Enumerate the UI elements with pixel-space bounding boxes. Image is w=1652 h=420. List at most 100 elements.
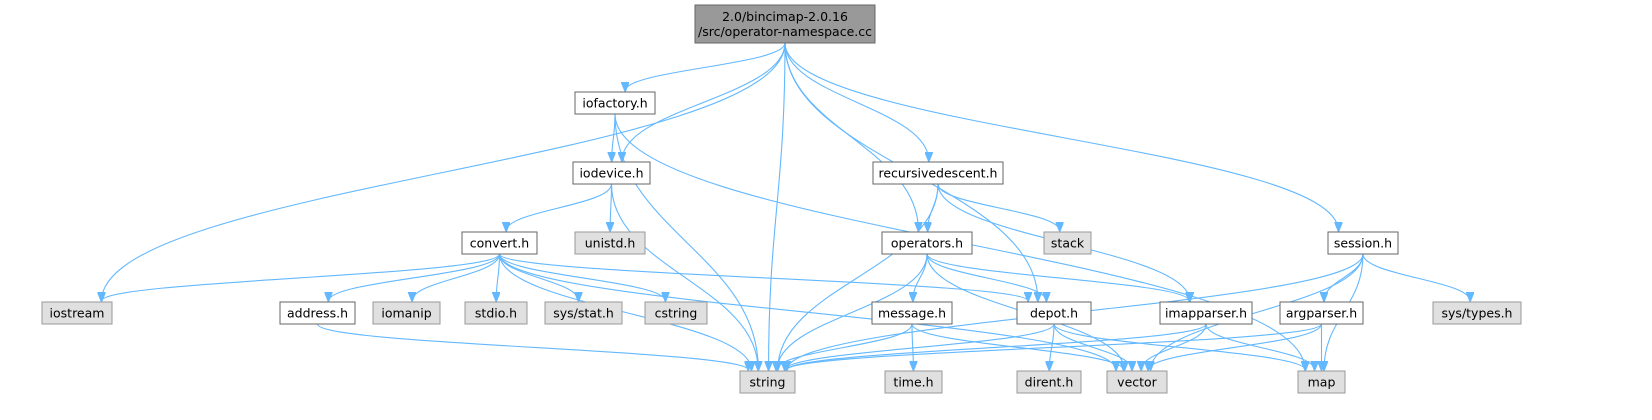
node-sysstat-box (544, 301, 623, 325)
node-iostream-box (41, 301, 113, 325)
edge-convert-to-depot (498, 253, 1029, 301)
edge-recursivedescent-to-stack (937, 183, 1060, 231)
node-unistd-label: unistd.h (585, 236, 636, 251)
edge-root-to-recursivedescent (784, 42, 929, 161)
edges-layer (102, 42, 1471, 370)
edge-convert-to-cstring (498, 253, 666, 301)
node-iofactory-label: iofactory.h (582, 96, 647, 111)
node-systypes-label: sys/types.h (1442, 306, 1513, 321)
edge-iofactory-to-iodevice (612, 113, 615, 161)
node-iostream: iostream (41, 301, 113, 325)
node-message[interactable]: message.h (871, 301, 953, 325)
node-root-box (694, 4, 876, 44)
edge-argparser-to-vector (1148, 323, 1323, 370)
edge-message-to-time (912, 323, 913, 370)
node-dirent-label: dirent.h (1025, 375, 1074, 390)
node-imapparser[interactable]: imapparser.h (1159, 301, 1253, 325)
node-map-box (1297, 370, 1346, 394)
node-time-box (884, 370, 943, 394)
node-iodevice-box (572, 161, 651, 185)
node-convert[interactable]: convert.h (461, 231, 538, 255)
edge-message-to-vector (911, 323, 1124, 370)
node-convert-box (461, 231, 538, 255)
node-map-label: map (1308, 375, 1336, 390)
edge-session-to-systypes (1362, 253, 1470, 301)
node-systypes: sys/types.h (1432, 301, 1522, 325)
node-root[interactable]: 2.0/bincimap-2.0.16/src/operator-namespa… (694, 4, 876, 44)
node-address-box (279, 301, 356, 325)
edge-imapparser-to-string (787, 323, 1207, 370)
node-stdio: stdio.h (464, 301, 528, 325)
edge-root-to-session (784, 42, 1339, 231)
node-depot[interactable]: depot.h (1016, 301, 1092, 325)
node-argparser[interactable]: argparser.h (1279, 301, 1364, 325)
node-session-box (1327, 231, 1399, 255)
edge-operators-to-depot (926, 253, 1046, 301)
node-operators-label: operators.h (891, 236, 963, 251)
node-dirent-box (1016, 370, 1082, 394)
node-stdio-box (464, 301, 528, 325)
node-string: string (739, 370, 796, 394)
node-imapparser-label: imapparser.h (1165, 306, 1247, 321)
node-vector-box (1106, 370, 1168, 394)
edge-address-to-string (316, 323, 749, 370)
edge-iodevice-to-unistd (610, 183, 611, 231)
node-unistd: unistd.h (574, 231, 646, 255)
node-convert-label: convert.h (470, 236, 529, 251)
node-stack-label: stack (1051, 236, 1085, 251)
node-message-label: message.h (878, 306, 946, 321)
node-argparser-box (1279, 301, 1364, 325)
node-cstring-box (644, 301, 708, 325)
node-stdio-label: stdio.h (475, 306, 517, 321)
node-map: map (1297, 370, 1346, 394)
edge-operators-to-string (777, 253, 928, 370)
node-iomanip-label: iomanip (381, 306, 431, 321)
edge-imapparser-to-vector (1141, 323, 1207, 370)
node-vector: vector (1106, 370, 1168, 394)
edge-recursivedescent-to-string (778, 183, 939, 370)
node-stack-box (1043, 231, 1092, 255)
node-recursivedescent[interactable]: recursivedescent.h (872, 161, 1004, 185)
node-iostream-label: iostream (50, 306, 105, 321)
node-iomanip-box (372, 301, 441, 325)
node-depot-label: depot.h (1030, 306, 1078, 321)
edge-root-to-iofactory (625, 42, 786, 91)
edge-operators-to-imapparser (926, 253, 1189, 301)
node-cstring-label: cstring (655, 306, 698, 321)
node-root-label: 2.0/bincimap-2.0.16 (722, 9, 848, 24)
edge-session-to-argparser (1324, 253, 1364, 301)
edge-root-to-string (769, 42, 786, 370)
node-sysstat: sys/stat.h (544, 301, 623, 325)
node-iofactory[interactable]: iofactory.h (574, 91, 656, 115)
edge-session-to-vector (1151, 253, 1364, 370)
node-operators[interactable]: operators.h (881, 231, 973, 255)
edge-iofactory-to-string (614, 113, 758, 370)
edge-root-to-iodevice (622, 42, 786, 161)
node-time-label: time.h (893, 375, 933, 390)
node-dirent: dirent.h (1016, 370, 1082, 394)
node-operators-box (881, 231, 973, 255)
edge-convert-to-iomanip (412, 253, 501, 301)
edge-depot-to-map (1053, 323, 1305, 370)
node-iodevice-label: iodevice.h (579, 166, 643, 181)
node-session[interactable]: session.h (1327, 231, 1399, 255)
node-sysstat-label: sys/stat.h (553, 306, 614, 321)
node-recursivedescent-label: recursivedescent.h (879, 166, 998, 181)
node-string-box (739, 370, 796, 394)
edge-iodevice-to-convert (506, 183, 613, 231)
node-session-label: session.h (1334, 236, 1392, 251)
nodes-layer: 2.0/bincimap-2.0.16/src/operator-namespa… (41, 4, 1522, 394)
edge-convert-to-iostream (102, 253, 501, 301)
node-address[interactable]: address.h (279, 301, 356, 325)
edge-root-to-iostream (102, 42, 786, 301)
node-unistd-box (574, 231, 646, 255)
node-iofactory-box (574, 91, 656, 115)
node-string-label: string (750, 375, 786, 390)
edge-depot-to-string (785, 323, 1055, 370)
node-argparser-label: argparser.h (1286, 306, 1357, 321)
node-depot-box (1016, 301, 1092, 325)
node-iodevice[interactable]: iodevice.h (572, 161, 651, 185)
node-iomanip: iomanip (372, 301, 441, 325)
node-recursivedescent-box (872, 161, 1004, 185)
